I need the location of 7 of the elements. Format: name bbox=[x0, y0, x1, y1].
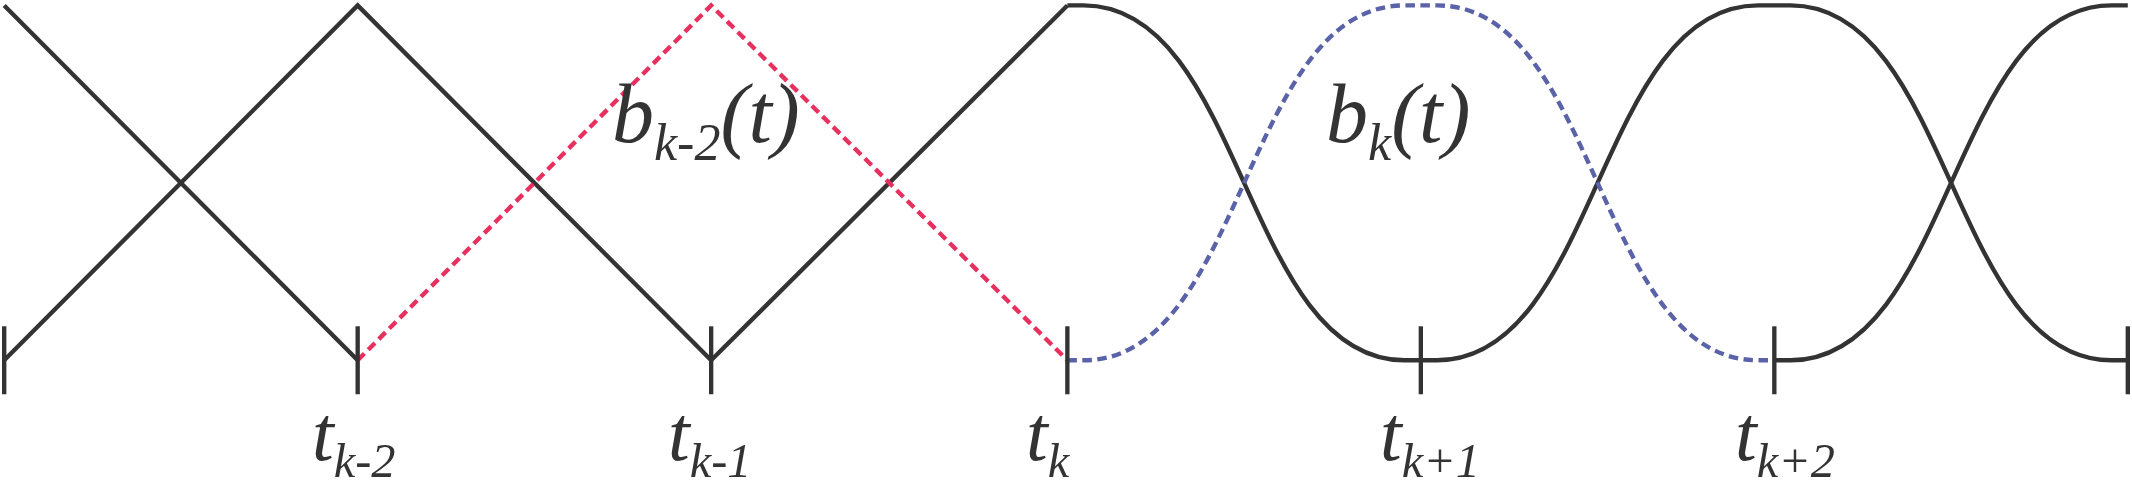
function-label: b$_{k}$(t) bbox=[1326, 72, 1471, 169]
function-label: b$_{k-2}$(t) bbox=[612, 72, 800, 169]
tick-label: t$_{k+2}$ bbox=[1735, 395, 1835, 484]
tick-label: t$_{k-2}$ bbox=[312, 395, 396, 484]
tick-label: t$_{k+1}$ bbox=[1380, 395, 1480, 484]
tick-label: t$_{k}$ bbox=[1026, 395, 1070, 484]
tick-label: t$_{k-1}$ bbox=[668, 395, 752, 484]
